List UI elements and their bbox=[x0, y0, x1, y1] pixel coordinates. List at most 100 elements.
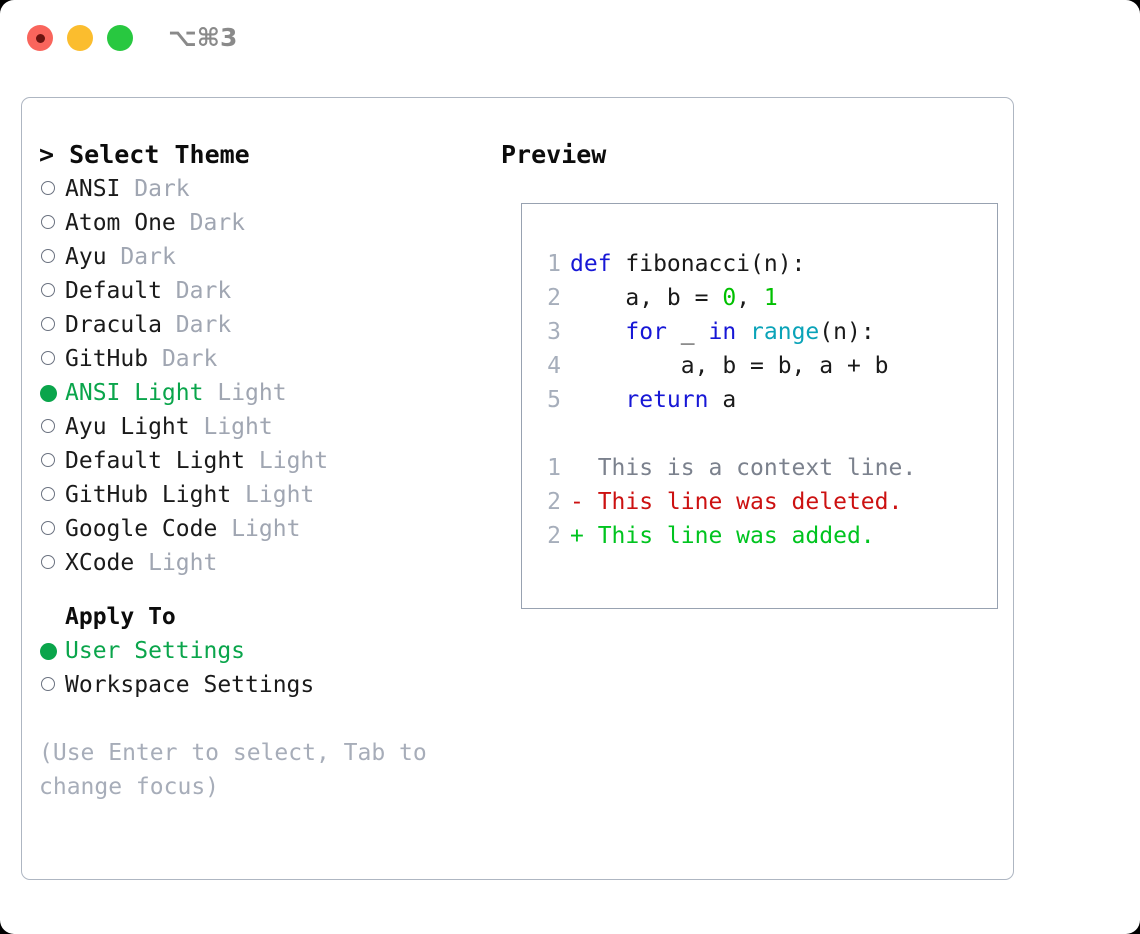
code-token: 0 bbox=[722, 285, 737, 311]
spacer bbox=[531, 417, 991, 451]
theme-option-default-light[interactable]: Default Light Light bbox=[39, 444, 499, 478]
code-token: in bbox=[708, 319, 737, 345]
radio-unselected-icon[interactable] bbox=[39, 546, 65, 580]
radio-selected-icon[interactable] bbox=[39, 634, 65, 668]
radio-unselected-icon bbox=[41, 181, 55, 195]
theme-option-github-light[interactable]: GitHub Light Light bbox=[39, 478, 499, 512]
code-line: 5 return a bbox=[531, 383, 991, 417]
radio-unselected-icon[interactable] bbox=[39, 478, 65, 512]
radio-selected-icon[interactable] bbox=[39, 376, 65, 410]
apply-to-option-user-settings[interactable]: User Settings bbox=[39, 634, 499, 668]
code-line: 2 a, b = 0, 1 bbox=[531, 281, 991, 315]
apply-to-option-workspace-settings[interactable]: Workspace Settings bbox=[39, 668, 499, 702]
theme-option-label: Default Light bbox=[65, 448, 246, 474]
radio-unselected-icon bbox=[41, 249, 55, 263]
code-lines: 1 def fibonacci(n): 2 a, b = 0, 1 3 for _ i… bbox=[531, 247, 991, 417]
diff-line-text: - This line was deleted. bbox=[570, 489, 903, 515]
code-line: 4 a, b = b, a + b bbox=[531, 349, 991, 383]
theme-option-kind bbox=[148, 342, 162, 376]
radio-unselected-icon[interactable] bbox=[39, 240, 65, 274]
radio-unselected-icon[interactable] bbox=[39, 668, 65, 702]
radio-unselected-icon bbox=[41, 453, 55, 467]
line-number: 2 bbox=[547, 489, 561, 515]
theme-option-ayu[interactable]: Ayu Dark bbox=[39, 240, 499, 274]
keyboard-shortcut-label: ⌥⌘3 bbox=[168, 23, 238, 52]
theme-option-ansi[interactable]: ANSI Dark bbox=[39, 172, 499, 206]
theme-option-kind bbox=[162, 274, 176, 308]
code-token: (n): bbox=[819, 319, 875, 345]
title-bar: ⌥⌘3 bbox=[0, 0, 1140, 78]
radio-unselected-icon bbox=[41, 215, 55, 229]
theme-option-label: XCode bbox=[65, 550, 135, 576]
radio-unselected-icon[interactable] bbox=[39, 274, 65, 308]
code-line-text: a, b = 0, 1 bbox=[570, 281, 778, 315]
line-number: 3 bbox=[547, 319, 561, 345]
code-token: def bbox=[570, 251, 626, 277]
radio-unselected-icon[interactable] bbox=[39, 444, 65, 478]
theme-option-dracula[interactable]: Dracula Dark bbox=[39, 308, 499, 342]
radio-unselected-icon[interactable] bbox=[39, 342, 65, 376]
radio-selected-icon bbox=[40, 384, 57, 402]
code-line-text: return a bbox=[570, 383, 736, 417]
diff-line-text: This is a context line. bbox=[570, 455, 917, 481]
diff-line-ctx: 1 This is a context line. bbox=[531, 451, 991, 485]
radio-unselected-icon[interactable] bbox=[39, 410, 65, 444]
theme-option-kind-label: Dark bbox=[189, 210, 246, 236]
code-line-text: a, b = b, a + b bbox=[570, 349, 889, 383]
code-token: fibonacci(n): bbox=[625, 251, 806, 277]
theme-option-kind bbox=[245, 444, 259, 478]
theme-option-label: ANSI Light bbox=[65, 380, 204, 406]
theme-option-atom-one[interactable]: Atom One Dark bbox=[39, 206, 499, 240]
theme-option-ayu-light[interactable]: Ayu Light Light bbox=[39, 410, 499, 444]
theme-option-kind bbox=[217, 512, 231, 546]
theme-option-kind bbox=[162, 308, 176, 342]
radio-unselected-icon[interactable] bbox=[39, 172, 65, 206]
code-token: , bbox=[736, 285, 764, 311]
theme-option-kind bbox=[190, 410, 204, 444]
theme-option-label: Ayu bbox=[65, 244, 107, 270]
line-number: 1 bbox=[547, 251, 561, 277]
theme-option-label: Ayu Light bbox=[65, 414, 190, 440]
theme-option-kind-label: Dark bbox=[134, 176, 190, 202]
code-token: a, b = bbox=[570, 285, 723, 311]
theme-option-label: Dracula bbox=[65, 312, 162, 338]
diff-line-del: 2 - This line was deleted. bbox=[531, 485, 991, 519]
radio-unselected-icon[interactable] bbox=[39, 512, 65, 546]
theme-option-xcode[interactable]: XCode Light bbox=[39, 546, 499, 580]
theme-option-kind bbox=[134, 546, 148, 580]
preview-box: 1 def fibonacci(n): 2 a, b = 0, 1 3 for _ i… bbox=[521, 203, 998, 609]
diff-line-add: 2+ This line was added. bbox=[531, 519, 991, 553]
radio-unselected-icon bbox=[41, 521, 55, 535]
radio-selected-icon bbox=[40, 642, 57, 660]
radio-unselected-icon[interactable] bbox=[39, 206, 65, 240]
code-token: 1 bbox=[763, 285, 778, 311]
code-token: a, b = b, a + b bbox=[570, 353, 889, 379]
spacer bbox=[39, 702, 499, 736]
theme-option-ansi-light[interactable]: ANSI Light Light bbox=[39, 376, 499, 410]
minimize-button[interactable] bbox=[67, 25, 93, 51]
code-token bbox=[736, 319, 750, 345]
theme-option-google-code[interactable]: Google Code Light bbox=[39, 512, 499, 546]
theme-option-kind bbox=[107, 240, 121, 274]
radio-unselected-icon bbox=[41, 419, 55, 433]
select-theme-heading: > Select Theme bbox=[39, 140, 250, 169]
theme-option-kind-label: Light bbox=[148, 550, 218, 576]
theme-option-kind-label: Dark bbox=[161, 346, 218, 372]
line-number: 1 bbox=[547, 455, 561, 481]
radio-unselected-icon[interactable] bbox=[39, 308, 65, 342]
code-line-text: for _ in range(n): bbox=[570, 315, 875, 349]
zoom-button[interactable] bbox=[107, 25, 133, 51]
theme-option-github[interactable]: GitHub Dark bbox=[39, 342, 499, 376]
theme-option-kind-label: Dark bbox=[120, 244, 176, 270]
code-token bbox=[570, 319, 625, 345]
radio-unselected-icon bbox=[41, 351, 55, 365]
theme-option-default[interactable]: Default Dark bbox=[39, 274, 499, 308]
close-button[interactable] bbox=[27, 25, 53, 51]
theme-option-kind-label: Light bbox=[217, 380, 287, 406]
theme-option-label: Atom One bbox=[65, 210, 176, 236]
